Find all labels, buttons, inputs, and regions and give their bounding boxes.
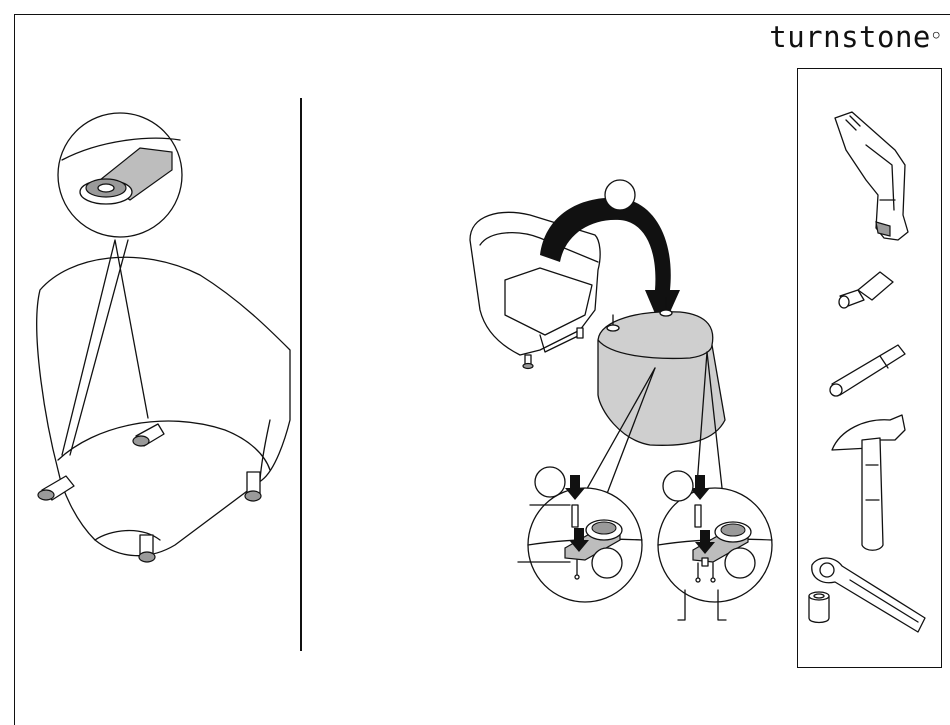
hammer-icon	[832, 415, 905, 550]
socket-icon	[809, 592, 829, 623]
chair-underside	[37, 257, 290, 555]
chair-upright	[470, 212, 600, 368]
step-marker-flip	[605, 180, 635, 210]
leader-right-a	[678, 590, 685, 620]
glide-back	[139, 535, 155, 562]
step-marker-left-fasten	[592, 548, 622, 578]
step-marker-left-insert	[535, 467, 565, 497]
step-marker-right-fasten	[725, 548, 755, 578]
step-marker-right-insert	[663, 471, 693, 501]
hex-bit-icon	[839, 272, 893, 308]
glide-front-right	[245, 472, 261, 501]
drill-icon	[835, 112, 908, 240]
bit-extension-icon	[830, 345, 905, 396]
